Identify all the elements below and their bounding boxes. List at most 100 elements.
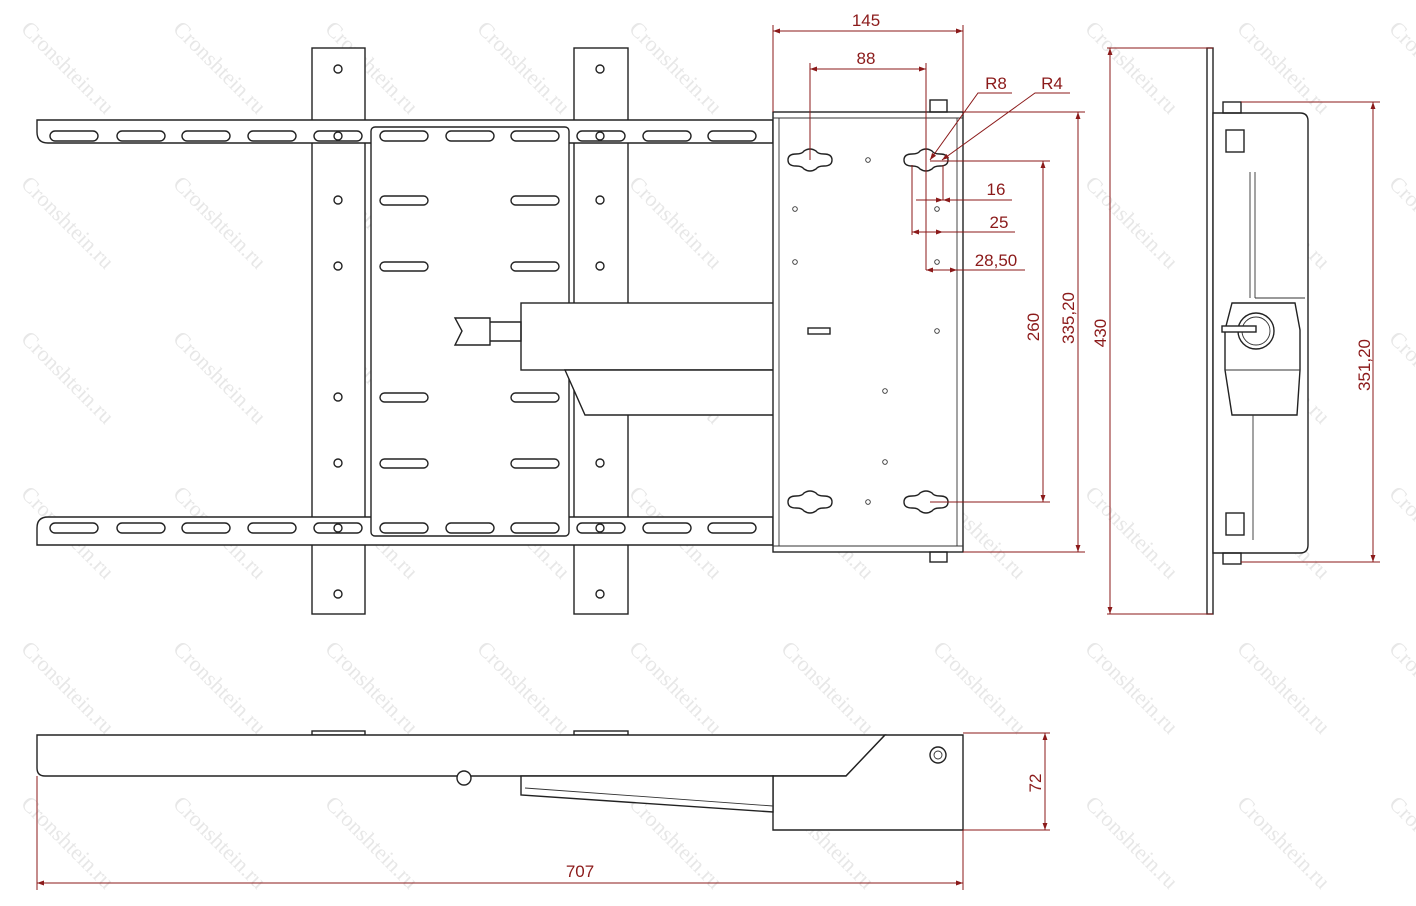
keyhole-slot (787, 490, 833, 514)
watermark-text: Cronshtein.ru (320, 636, 423, 739)
mount-hole (595, 261, 605, 271)
watermark-text: Cronshtein.ru (1080, 636, 1183, 739)
slots (49, 130, 757, 534)
rail-slot (49, 130, 99, 142)
dimension-labels: 145 88 R8 R4 16 25 28,50 260 335,20 430 … (566, 11, 1374, 881)
mount-hole (333, 261, 343, 271)
watermark-text: Cronshtein.ru (1080, 481, 1183, 584)
watermark-text: Cronshtein.ru (16, 16, 119, 119)
dim-430: 430 (1091, 319, 1110, 347)
small-hole (792, 259, 798, 265)
watermark-text: Cronshtein.ru (1384, 791, 1416, 894)
rail-slot (379, 130, 429, 142)
plate-slot (510, 458, 560, 469)
dimension-lines (36, 25, 1380, 890)
watermark-text: Cronshtein.ru (1384, 636, 1416, 739)
small-hole (934, 328, 940, 334)
rail-slot (642, 522, 692, 534)
rail-slot (445, 522, 495, 534)
watermark-text: Cronshtein.ru (1080, 171, 1183, 274)
watermark-text: Cronshtein.ru (1384, 326, 1416, 429)
mount-hole (333, 523, 343, 533)
small-hole (865, 157, 871, 163)
watermark-text: Cronshtein.ru (16, 636, 119, 739)
mount-hole (333, 392, 343, 402)
wall-plate-holes (792, 157, 940, 505)
watermark-text: Cronshtein.ru (16, 791, 119, 894)
mount-hole (333, 458, 343, 468)
watermark-text: Cronshtein.ru (1384, 481, 1416, 584)
rail-slot (116, 130, 166, 142)
dim-16: 16 (987, 180, 1006, 199)
rail-slot (707, 522, 757, 534)
mount-hole (595, 64, 605, 74)
rail-slot (707, 130, 757, 142)
watermark-text: Cronshtein.ru (168, 16, 271, 119)
rail-slot (181, 522, 231, 534)
watermark-text: Cronshtein.ru (1384, 16, 1416, 119)
watermark-text: Cronshtein.ru (624, 171, 727, 274)
watermark-text: Cronshtein.ru (320, 791, 423, 894)
dim-145: 145 (852, 11, 880, 30)
rail-slot (116, 522, 166, 534)
rail-slot (445, 130, 495, 142)
bottom-wall-plate (772, 734, 964, 831)
rail-slot (379, 522, 429, 534)
rail-slot (49, 522, 99, 534)
side-view (1206, 47, 1309, 615)
watermark-text: Cronshtein.ru (624, 16, 727, 119)
watermark-text: Cronshtein.ru (16, 171, 119, 274)
watermark-text: Cronshtein.ru (168, 326, 271, 429)
watermark-text: Cronshtein.ru (1384, 171, 1416, 274)
small-hole (792, 206, 798, 212)
watermark-text: Cronshtein.ru (472, 636, 575, 739)
rail-slot (642, 130, 692, 142)
dim-r4: R4 (1041, 74, 1063, 93)
plate-slot (510, 261, 560, 272)
dim-28-50: 28,50 (975, 251, 1018, 270)
watermark-text: Cronshtein.ru (1080, 791, 1183, 894)
arm-lower (563, 369, 780, 416)
front-view (36, 47, 964, 615)
dim-260: 260 (1024, 313, 1043, 341)
mount-hole (595, 458, 605, 468)
holes (333, 64, 605, 599)
arm-hinge (453, 317, 522, 346)
watermark-text: Cronshtein.ru (472, 16, 575, 119)
watermark-text: Cronshtein.ru (624, 636, 727, 739)
rail-slot (247, 130, 297, 142)
watermark-text: Cronshtein.ru (928, 636, 1031, 739)
small-hole (934, 259, 940, 265)
watermark-text: Cronshtein.ru (1232, 636, 1335, 739)
rail-slot (510, 522, 560, 534)
keyhole-slot (903, 490, 949, 514)
mount-hole (595, 523, 605, 533)
watermark-text: Cronshtein.ru (1232, 791, 1335, 894)
plate-slot (510, 195, 560, 206)
plate-slot (379, 261, 429, 272)
dim-88: 88 (857, 49, 876, 68)
small-hole (882, 388, 888, 394)
mount-hole (595, 589, 605, 599)
rail-slot (181, 130, 231, 142)
dim-r8: R8 (985, 74, 1007, 93)
mount-hole (333, 195, 343, 205)
arm-upper (520, 302, 780, 371)
watermark-text: Cronshtein.ru (168, 636, 271, 739)
mount-hole (333, 131, 343, 141)
watermark-text: Cronshtein.ru (16, 326, 119, 429)
wall-plate (772, 111, 964, 553)
rail-slot (247, 522, 297, 534)
watermark-text: Cronshtein.ru (776, 636, 879, 739)
small-hole (934, 206, 940, 212)
watermark-text: Cronshtein.ru (168, 791, 271, 894)
dim-335-20: 335,20 (1059, 292, 1078, 344)
mount-hole (595, 131, 605, 141)
dim-351-20: 351,20 (1355, 339, 1374, 391)
mount-hole (333, 64, 343, 74)
bottom-view (36, 730, 964, 831)
watermark-text: Cronshtein.ru (1232, 16, 1335, 119)
small-hole (882, 459, 888, 465)
dim-72: 72 (1026, 774, 1045, 793)
plate-slot (379, 392, 429, 403)
